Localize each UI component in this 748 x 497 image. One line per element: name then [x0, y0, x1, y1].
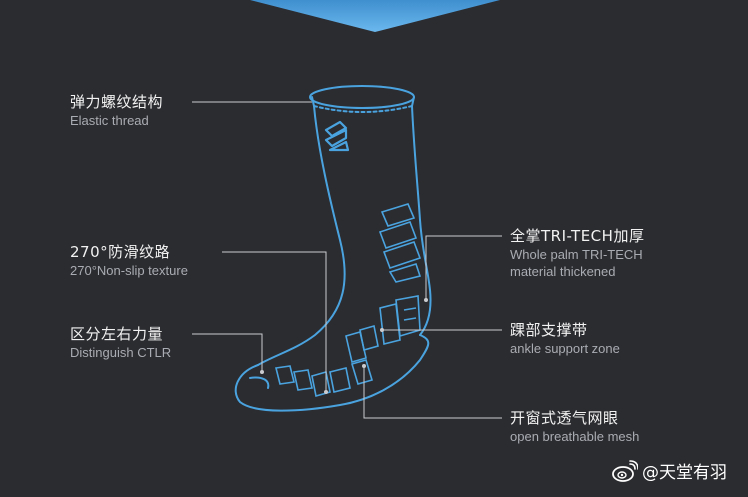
label-nonslip-en: 270°Non-slip texture — [70, 263, 188, 278]
label-ankle-en: ankle support zone — [510, 341, 620, 356]
label-mesh-cn: 开窗式透气网眼 — [510, 409, 619, 427]
label-nonslip-cn: 270°防滑纹路 — [70, 243, 171, 261]
label-elastic-en: Elastic thread — [70, 113, 149, 128]
label-tritech-en-2: material thickened — [510, 264, 616, 279]
watermark: @天堂有羽 — [612, 458, 727, 483]
label-ankle-support: 踝部支撑带 ankle support zone — [510, 320, 620, 357]
weibo-icon — [612, 459, 638, 482]
label-breathable-mesh: 开窗式透气网眼 open breathable mesh — [510, 408, 639, 445]
label-ctlr-en: Distinguish CTLR — [70, 345, 172, 360]
label-ctlr-cn: 区分左右力量 — [70, 325, 164, 343]
label-tri-tech: 全掌TRI-TECH加厚 Whole palm TRI-TECH materia… — [510, 226, 644, 280]
watermark-text: @天堂有羽 — [642, 463, 727, 483]
label-elastic-cn: 弹力螺纹结构 — [70, 93, 164, 111]
label-elastic-thread: 弹力螺纹结构 Elastic thread — [70, 92, 163, 129]
brand-logo-mark — [324, 120, 350, 152]
label-tritech-cn: 全掌TRI-TECH加厚 — [510, 227, 645, 245]
label-tritech-en-1: Whole palm TRI-TECH — [510, 247, 643, 262]
label-ankle-cn: 踝部支撑带 — [510, 321, 588, 339]
label-nonslip-texture: 270°防滑纹路 270°Non-slip texture — [70, 242, 188, 279]
label-distinguish-ctlr: 区分左右力量 Distinguish CTLR — [70, 324, 171, 361]
label-mesh-en: open breathable mesh — [510, 429, 640, 444]
top-banner-arrow — [250, 0, 500, 32]
